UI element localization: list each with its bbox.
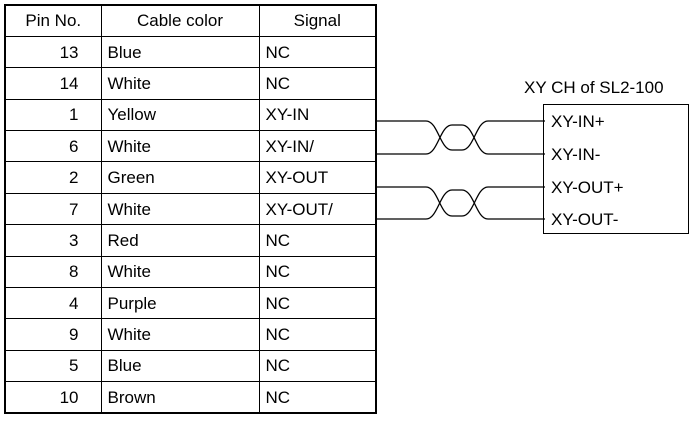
- signal-name: NC: [258, 224, 377, 257]
- wire-xy-in-bar: [376, 124, 545, 155]
- cable-color: Yellow: [100, 98, 260, 132]
- pin-number: 4: [4, 287, 102, 320]
- signal-name: XY-IN: [258, 98, 377, 132]
- signal-name: NC: [258, 287, 377, 320]
- pin-number: 10: [4, 381, 102, 414]
- signal-name: XY-OUT/: [258, 192, 377, 226]
- header-cable-color: Cable color: [100, 4, 260, 37]
- signal-name: NC: [258, 255, 377, 289]
- pin-number: 2: [4, 161, 102, 194]
- connector-pin-label: XY-OUT-: [551, 210, 619, 229]
- wire-xy-out-bar: [376, 189, 545, 220]
- cable-color: Green: [100, 161, 260, 194]
- connector-pin-label: XY-IN-: [551, 145, 601, 164]
- wire-xy-in: [376, 120, 545, 151]
- connector-title: XY CH of SL2-100: [524, 78, 664, 97]
- cable-color: Red: [100, 224, 260, 257]
- cable-color: Brown: [100, 381, 260, 414]
- signal-name: NC: [258, 349, 377, 383]
- signal-name: NC: [258, 67, 377, 100]
- signal-name: XY-OUT: [258, 161, 377, 194]
- wire-xy-out: [376, 186, 545, 217]
- header-signal: Signal: [258, 4, 377, 37]
- signal-name: NC: [258, 381, 377, 414]
- signal-name: NC: [258, 318, 377, 351]
- cable-color: White: [100, 255, 260, 289]
- connector-pin-label: XY-OUT+: [551, 178, 624, 197]
- connector-pin-label: XY-IN+: [551, 112, 605, 131]
- cable-color: White: [100, 130, 260, 163]
- cable-color: Blue: [100, 349, 260, 383]
- cable-color: White: [100, 67, 260, 100]
- table-header-row: Pin No. Cable color Signal: [4, 4, 377, 37]
- pin-number: 8: [4, 255, 102, 289]
- connector-box: [543, 104, 689, 234]
